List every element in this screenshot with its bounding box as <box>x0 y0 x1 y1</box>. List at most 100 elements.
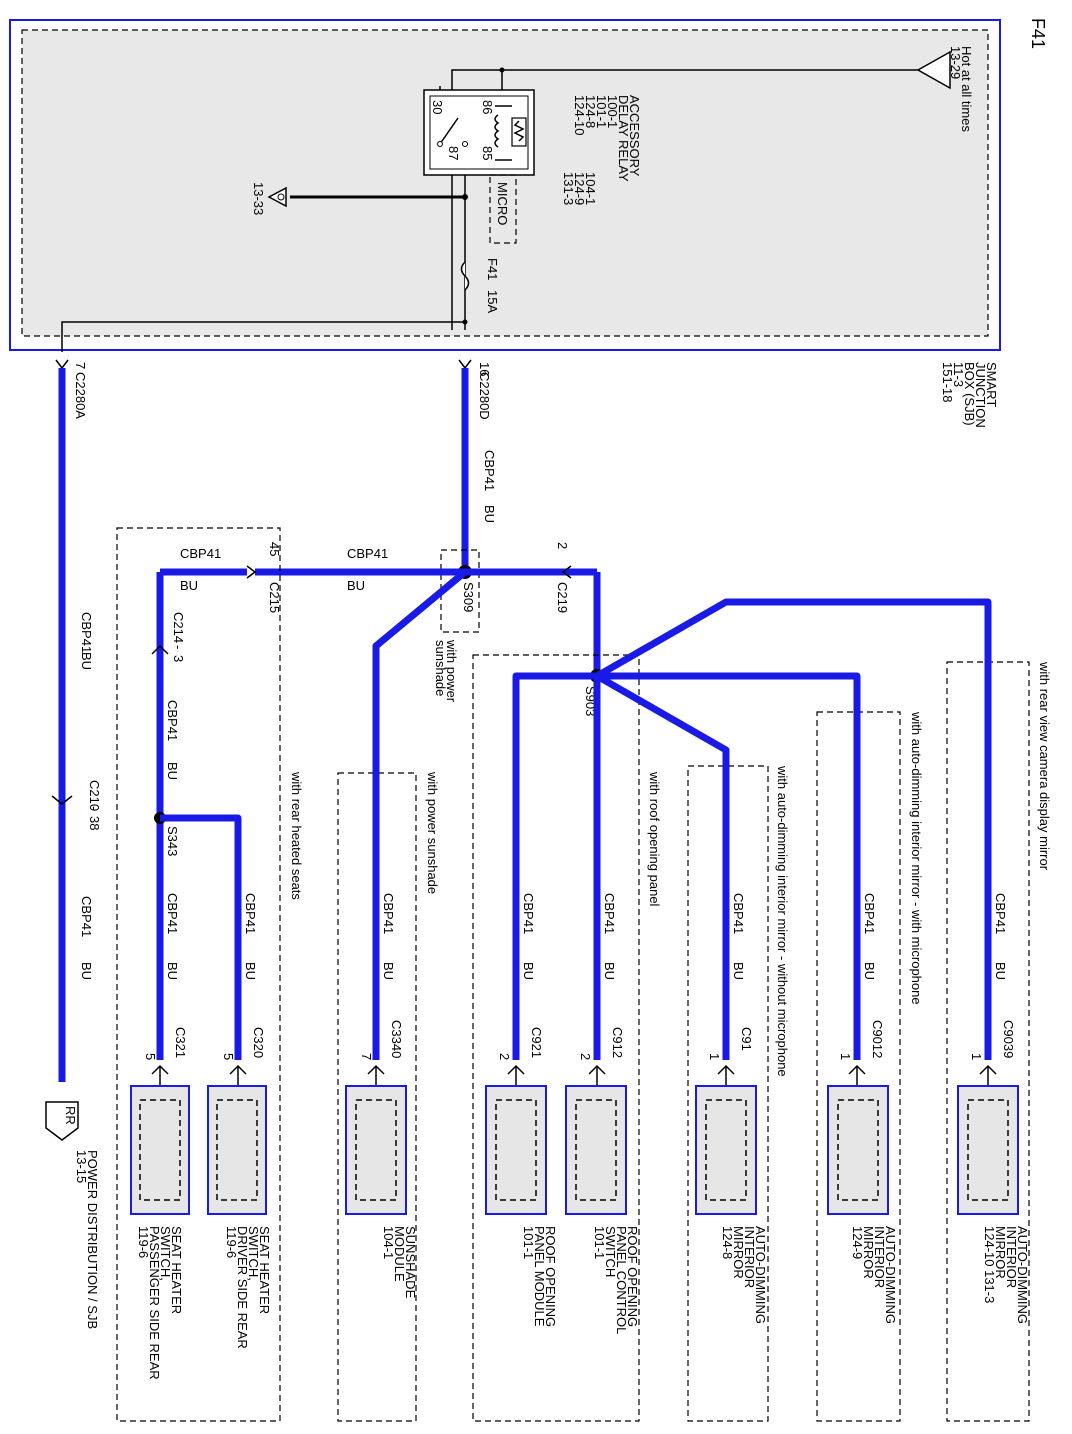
svg-text:100-1: 100-1 <box>605 95 620 128</box>
svg-text:CBP41: CBP41 <box>482 450 497 491</box>
svg-text:AUTO-DIMMING: AUTO-DIMMING <box>1015 1226 1030 1324</box>
svg-text:with roof opening panel: with roof opening panel <box>647 771 662 907</box>
hot-label: Hot at all times <box>959 46 974 132</box>
svg-text:SWITCH,: SWITCH, <box>158 1226 173 1281</box>
fuse-id: F41 <box>485 258 500 280</box>
svg-text:38: 38 <box>87 816 102 830</box>
svg-text:MIRROR: MIRROR <box>993 1226 1008 1279</box>
svg-text:101-1: 101-1 <box>594 95 609 128</box>
svg-text:1: 1 <box>707 1053 722 1060</box>
svg-text:BU: BU <box>381 962 396 980</box>
svg-text:with auto-dimming interior mir: with auto-dimming interior mirror - with… <box>909 711 924 1005</box>
svg-text:sunshade: sunshade <box>433 640 448 696</box>
svg-text:BU: BU <box>180 578 198 593</box>
svg-text:INTERIOR: INTERIOR <box>1004 1226 1019 1288</box>
offpage-ref: 13-33 <box>251 182 266 215</box>
svg-text:S343: S343 <box>165 826 180 856</box>
module-roof-switch: 2 C912 ROOF OPENING PANEL CONTROL SWITCH… <box>565 1027 640 1334</box>
power-sunshade-group: with power sunshade CBP41 BU 7 C3340 SUN… <box>337 569 468 1422</box>
module-roof-panel: 2 C921 ROOF OPENING PANEL MODULE 101-1 <box>485 1027 558 1327</box>
page-id: F41 <box>1028 18 1048 49</box>
svg-text:CBP41: CBP41 <box>347 546 388 561</box>
wire-to-c219: 2 C219 <box>465 542 601 676</box>
svg-text:BU: BU <box>79 652 94 670</box>
svg-text:CBP41: CBP41 <box>381 893 396 934</box>
svg-text:DELAY RELAY: DELAY RELAY <box>616 95 631 182</box>
svg-text:C320: C320 <box>251 1027 266 1058</box>
svg-text:151-18: 151-18 <box>940 362 955 402</box>
module-seat-passenger: 5 C321 SEAT HEATER SWITCH, PASSENGER SID… <box>130 1027 190 1380</box>
svg-text:124-9: 124-9 <box>850 1226 865 1259</box>
roof-opening-group: with roof opening panel CBP41 BU CBP41 B… <box>472 654 662 1422</box>
svg-text:104-1: 104-1 <box>381 1226 396 1259</box>
svg-text:ROOF OPENING: ROOF OPENING <box>543 1226 558 1327</box>
svg-text:C214: C214 <box>171 612 186 643</box>
svg-text:C2280D: C2280D <box>477 372 492 420</box>
camera-mirror-group: with rear view camera display mirror CBP… <box>595 598 1052 1422</box>
svg-text:AUTO-DIMMING: AUTO-DIMMING <box>753 1226 768 1324</box>
svg-text:BU: BU <box>243 962 258 980</box>
rear-heated-seats-group: with rear heated seats CBP41 BU C214 - 3… <box>116 527 304 1422</box>
svg-text:C219: C219 <box>555 582 570 613</box>
hot-ref: 13-29 <box>948 46 963 79</box>
svg-text:C215: C215 <box>267 582 282 613</box>
svg-text:C321: C321 <box>173 1027 188 1058</box>
rr-symbol: RR <box>63 1106 78 1125</box>
svg-text:BU: BU <box>165 762 180 780</box>
svg-text:101-1: 101-1 <box>592 1226 607 1259</box>
wire-cbp41-trunk: CBP41 BU <box>461 368 497 572</box>
mirror-without-mic-group: with auto-dimming interior mirror - with… <box>595 672 790 1422</box>
svg-text:CBP41: CBP41 <box>79 612 94 653</box>
relay-pin-87: 87 <box>446 146 461 160</box>
svg-text:CBP41: CBP41 <box>862 893 877 934</box>
svg-text:with rear view camera display: with rear view camera display mirror <box>1037 661 1052 871</box>
svg-text:119-6: 119-6 <box>224 1226 239 1258</box>
svg-text:16: 16 <box>477 362 492 376</box>
connector-c2280d: 16 C2280D <box>458 359 492 420</box>
svg-text:124-8: 124-8 <box>583 95 598 128</box>
svg-text:CBP41: CBP41 <box>993 893 1008 934</box>
svg-text:INTERIOR: INTERIOR <box>742 1226 757 1288</box>
relay-pin-30: 30 <box>430 100 445 114</box>
svg-text:BU: BU <box>482 505 497 523</box>
hot-at-all-times: Hot at all times 13-29 <box>451 46 974 330</box>
svg-text:13-15: 13-15 <box>74 1150 89 1183</box>
svg-text:CBP41: CBP41 <box>165 700 180 741</box>
svg-text:3: 3 <box>171 655 186 662</box>
connector-c215: 45 C215 <box>246 542 282 613</box>
svg-text:POWER DISTRIBUTION / SJB: POWER DISTRIBUTION / SJB <box>85 1150 100 1329</box>
svg-text:5: 5 <box>143 1053 158 1060</box>
mirror-with-mic-group: with auto-dimming interior mirror - with… <box>597 672 924 1422</box>
svg-text:5: 5 <box>221 1053 236 1060</box>
svg-text:CBP41: CBP41 <box>243 893 258 934</box>
svg-text:C912: C912 <box>610 1027 625 1058</box>
relay-label: ACCESSORY DELAY RELAY 100-1 101-1 124-8 … <box>561 95 642 205</box>
offpage-13-33: 13-33 <box>251 182 468 215</box>
svg-text:-: - <box>171 645 186 649</box>
svg-text:2: 2 <box>555 542 570 549</box>
svg-text:CBP41: CBP41 <box>731 893 746 934</box>
svg-text:ROOF OPENING: ROOF OPENING <box>625 1226 640 1327</box>
svg-text:BU: BU <box>602 962 617 980</box>
svg-text:C9039: C9039 <box>1001 1020 1016 1058</box>
svg-text:SMART: SMART <box>984 362 999 407</box>
svg-text:SUNSHADE: SUNSHADE <box>403 1226 418 1299</box>
svg-text:MODULE: MODULE <box>392 1226 407 1282</box>
svg-text:CBP41: CBP41 <box>602 893 617 934</box>
wire-cbp41-to-rr: CBP41 BU CBP41 BU <box>58 368 94 1082</box>
svg-text:119-6: 119-6 <box>136 1226 151 1258</box>
svg-text:SEAT HEATER: SEAT HEATER <box>257 1226 272 1314</box>
svg-text:104-1: 104-1 <box>583 172 598 205</box>
smart-junction-box: SMART JUNCTION BOX (SJB) 11-3 151-18 <box>9 19 1001 428</box>
svg-text:SWITCH: SWITCH <box>603 1226 618 1277</box>
svg-text:with power sunshade: with power sunshade <box>425 771 440 894</box>
svg-text:SWITCH,: SWITCH, <box>246 1226 261 1281</box>
svg-text:45: 45 <box>267 542 282 556</box>
svg-text:C91: C91 <box>739 1027 754 1051</box>
svg-text:INTERIOR: INTERIOR <box>872 1226 887 1288</box>
svg-text:131-3: 131-3 <box>561 172 576 205</box>
svg-text:124-10 131-3: 124-10 131-3 <box>982 1226 997 1303</box>
svg-text:JUNCTION: JUNCTION <box>973 362 988 428</box>
svg-text:PANEL MODULE: PANEL MODULE <box>532 1226 547 1327</box>
